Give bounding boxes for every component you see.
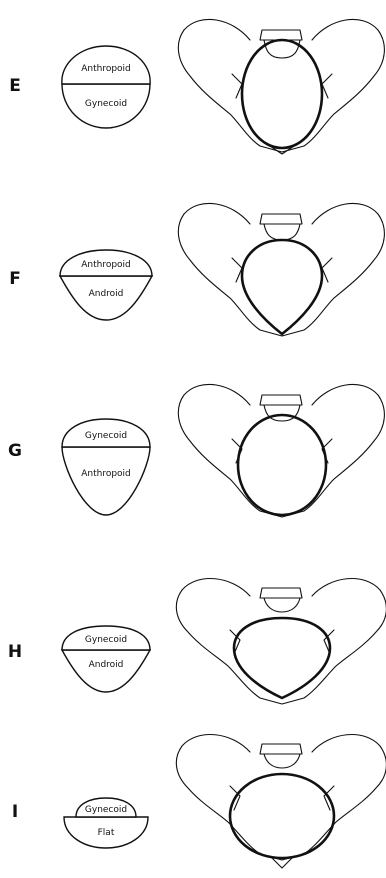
lower-type-label: Gynecoid — [85, 99, 127, 109]
pelvis-illustration-h — [176, 579, 386, 704]
lower-type-label: Anthropoid — [81, 469, 131, 479]
pelvis-illustration-i — [176, 735, 386, 868]
upper-type-label: Gynecoid — [85, 635, 127, 645]
inlet-shape-e: Anthropoid Gynecoid — [62, 46, 150, 128]
panel-e-drawing: Anthropoid Gynecoid — [0, 0, 386, 160]
panel-f-drawing: Anthropoid Android — [0, 180, 386, 340]
lower-type-label: Flat — [98, 828, 115, 838]
lower-type-label: Android — [89, 289, 124, 299]
inlet-shape-g: Gynecoid Anthropoid — [62, 419, 150, 515]
pelvis-illustration-g — [178, 384, 384, 517]
panel-e: E Anthropoid Gynecoid — [0, 0, 386, 160]
panel-g-drawing: Gynecoid Anthropoid — [0, 365, 386, 525]
inlet-shape-h: Gynecoid Android — [62, 626, 150, 692]
upper-type-label: Anthropoid — [81, 64, 131, 74]
pelvis-illustration-f — [178, 203, 384, 336]
panel-h-drawing: Gynecoid Android — [0, 560, 386, 720]
upper-type-label: Gynecoid — [85, 805, 127, 815]
lower-type-label: Android — [89, 660, 124, 670]
inlet-shape-f: Anthropoid Android — [60, 250, 152, 320]
panel-i: I Gynecoid Flat — [0, 718, 386, 878]
panel-i-drawing: Gynecoid Flat — [0, 718, 386, 878]
upper-type-label: Anthropoid — [81, 260, 131, 270]
panel-h: H Gynecoid Android — [0, 560, 386, 720]
pelvis-illustration-e — [178, 19, 384, 154]
panel-f: F Anthropoid Android — [0, 180, 386, 340]
panel-g: G Gynecoid Anthropoid — [0, 365, 386, 525]
upper-type-label: Gynecoid — [85, 431, 127, 441]
inlet-shape-i: Gynecoid Flat — [64, 798, 148, 848]
